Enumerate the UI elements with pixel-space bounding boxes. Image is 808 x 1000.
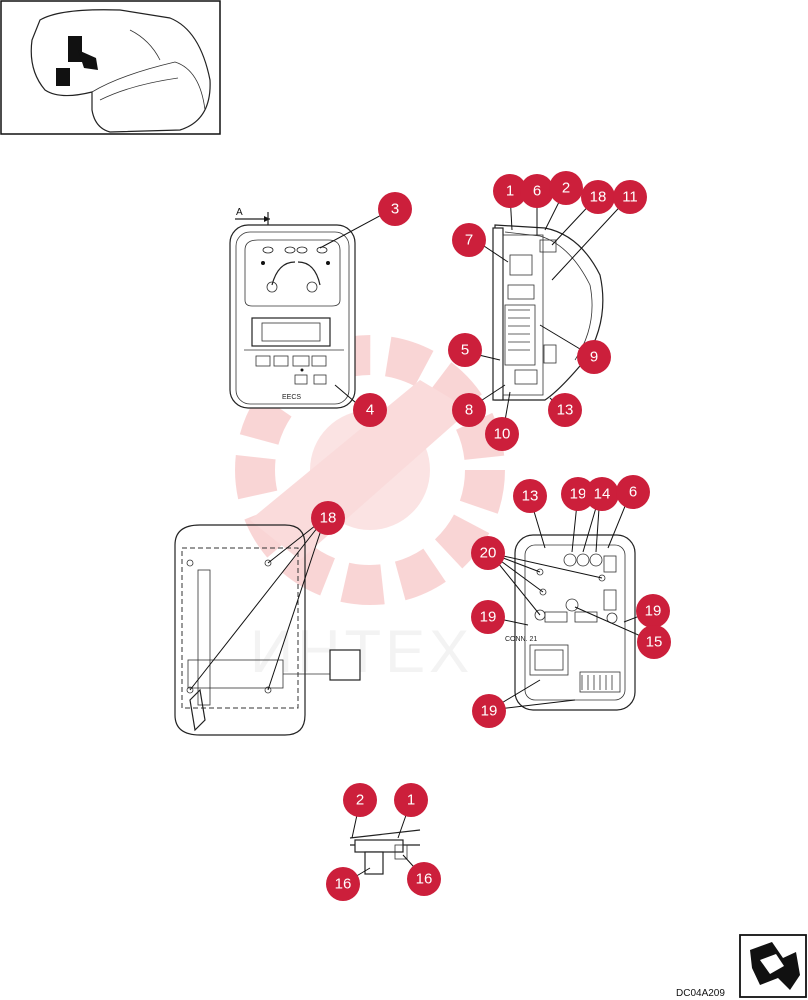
svg-text:6: 6 [533, 183, 541, 200]
callout-8: 8 [452, 393, 486, 427]
svg-text:13: 13 [522, 488, 539, 505]
callout-19: 19 [561, 477, 595, 511]
callout-20: 20 [471, 536, 505, 570]
watermark-text: ИНТЕХ [250, 618, 473, 685]
excavator-cab-thumbnail [0, 0, 221, 135]
svg-text:18: 18 [320, 510, 337, 527]
svg-text:16: 16 [335, 876, 352, 893]
drawing-code: DC04A209 [676, 988, 725, 999]
svg-text:8: 8 [465, 402, 473, 419]
svg-text:1: 1 [506, 183, 514, 200]
callout-14: 14 [585, 477, 619, 511]
svg-text:18: 18 [590, 189, 607, 206]
callout-1: 1 [394, 783, 428, 817]
svg-text:19: 19 [570, 486, 587, 503]
svg-text:19: 19 [481, 703, 498, 720]
callout-10: 10 [485, 417, 519, 451]
svg-text:7: 7 [465, 232, 473, 249]
svg-text:5: 5 [461, 342, 469, 359]
panel-back-view: CONN. 21 [505, 534, 636, 711]
svg-text:1: 1 [407, 792, 415, 809]
panel-rear-outline-view [174, 524, 361, 736]
callout-19: 19 [472, 694, 506, 728]
svg-text:20: 20 [480, 545, 497, 562]
callout-2: 2 [343, 783, 377, 817]
svg-text:19: 19 [480, 609, 497, 626]
callout-18: 18 [311, 501, 345, 535]
svg-text:11: 11 [622, 189, 638, 206]
svg-text:16: 16 [416, 871, 433, 888]
callout-13: 13 [513, 479, 547, 513]
callout-15: 15 [637, 625, 671, 659]
callout-4: 4 [353, 393, 387, 427]
callout-5: 5 [448, 333, 482, 367]
svg-text:4: 4 [366, 402, 374, 419]
svg-text:EECS: EECS [282, 394, 301, 401]
svg-text:6: 6 [629, 484, 637, 501]
svg-text:2: 2 [562, 180, 570, 197]
callout-19: 19 [636, 594, 670, 628]
callout-16: 16 [407, 862, 441, 896]
callout-9: 9 [577, 340, 611, 374]
panel-side-view [492, 224, 604, 401]
callout-3: 3 [378, 192, 412, 226]
svg-text:2: 2 [356, 792, 364, 809]
callout-16: 16 [326, 867, 360, 901]
page-arrow-icon[interactable] [739, 934, 807, 998]
svg-text:3: 3 [391, 201, 399, 218]
svg-text:19: 19 [645, 603, 662, 620]
callout-6: 6 [616, 475, 650, 509]
callout-2: 2 [549, 171, 583, 205]
svg-text:9: 9 [590, 349, 598, 366]
svg-text:15: 15 [646, 634, 663, 651]
svg-text:14: 14 [594, 486, 611, 503]
callout-11: 11 [613, 180, 647, 214]
callout-1: 1 [493, 174, 527, 208]
connector-label: CONN. 21 [505, 636, 537, 643]
clip-detail-view [349, 829, 421, 875]
callout-13: 13 [548, 393, 582, 427]
section-marker-top: A [236, 207, 243, 218]
callout-6: 6 [520, 174, 554, 208]
callout-19: 19 [471, 600, 505, 634]
panel-front-view: A A EECS [229, 207, 356, 409]
svg-text:13: 13 [557, 402, 574, 419]
callout-7: 7 [452, 223, 486, 257]
callout-18: 18 [581, 180, 615, 214]
svg-text:10: 10 [494, 426, 511, 443]
